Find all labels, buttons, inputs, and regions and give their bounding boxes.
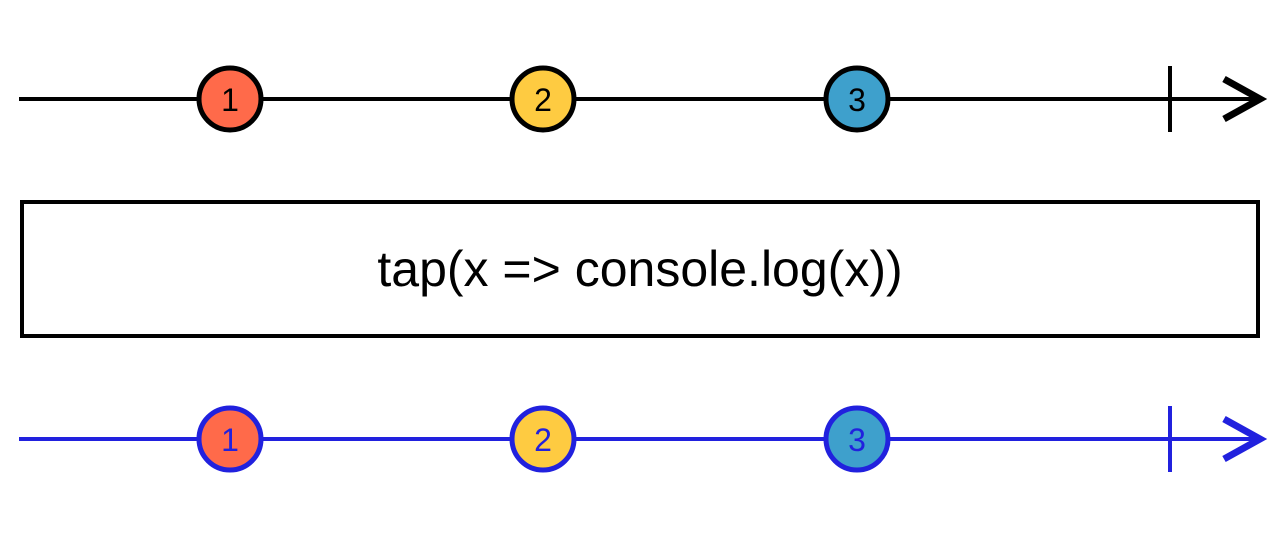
marble-circle: [823, 65, 891, 133]
marble-value: 1: [221, 82, 239, 118]
marble-circle: [509, 405, 577, 473]
output-arrowhead-icon: [1222, 415, 1268, 463]
marble-value: 2: [534, 422, 552, 458]
source-stream: 1 2 3: [19, 65, 1268, 133]
marble-value: 2: [534, 82, 552, 118]
source-marble-3: 3: [823, 65, 891, 133]
operator-box: tap(x => console.log(x)): [20, 200, 1260, 338]
marble-value: 3: [848, 82, 866, 118]
marble-circle: [823, 405, 891, 473]
operator-label: tap(x => console.log(x)): [377, 241, 903, 297]
source-marble-2: 2: [509, 65, 577, 133]
output-marble-1: 1: [196, 405, 264, 473]
marble-circle: [196, 405, 264, 473]
output-stream: 1 2 3: [19, 405, 1268, 473]
marble-circle: [509, 65, 577, 133]
marble-value: 1: [221, 422, 239, 458]
source-marble-1: 1: [196, 65, 264, 133]
marble-value: 3: [848, 422, 866, 458]
output-marble-2: 2: [509, 405, 577, 473]
output-marble-3: 3: [823, 405, 891, 473]
source-arrowhead-icon: [1222, 75, 1268, 123]
marble-circle: [196, 65, 264, 133]
